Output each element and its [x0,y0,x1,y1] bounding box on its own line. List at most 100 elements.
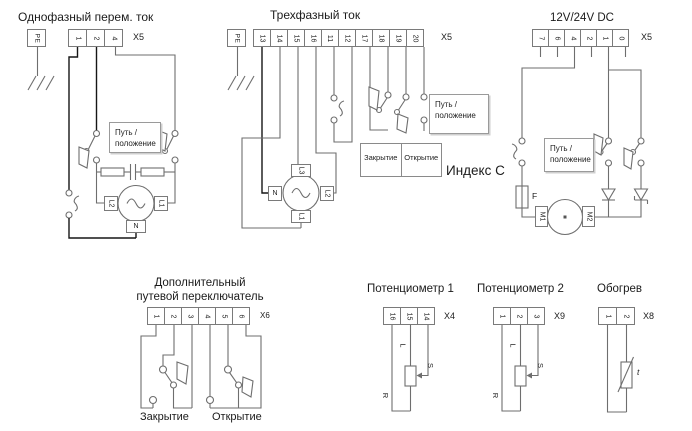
terminal-strip-heater: 1 2 [598,307,635,325]
connector-label: X5 [441,32,453,42]
path-position-box: Путь / положение [109,122,161,153]
terminal: 4 [104,29,123,47]
terminal-number: 2 [169,314,177,318]
dc-wiring [511,47,649,236]
path-box-line1: Путь / [115,128,138,137]
thermal-symbol [338,100,345,117]
heater-wiring [606,325,635,413]
terminal-number: 2 [92,36,99,40]
terminal-number: 1 [601,36,608,40]
section-title-three-phase: Трехфазный ток [270,8,361,22]
closing-opening-table: Закрытие Открытие [360,143,442,177]
cam-symbol [241,376,254,398]
terminal: 14 [270,29,288,47]
section-title-pot1: Потенциометр 1 [367,283,454,295]
motor-terminal-label: L3 [297,166,305,175]
terminal: 1 [598,307,617,325]
terminal-number: 6 [237,314,245,318]
terminal: 1 [493,307,511,325]
terminal: 11 [321,29,339,47]
connector-label: X5 [641,32,653,42]
terminal: 2 [510,307,528,325]
terminal-strip-three-phase: 13 14 15 16 11 12 17 18 19 20 [253,29,424,47]
terminal-number: 2 [622,314,629,318]
terminal-strip-single-phase: 1 2 4 [68,29,123,47]
ground-symbol [27,75,55,91]
terminal-number: 5 [220,314,228,318]
motor-terminal-label: N [272,190,278,197]
terminal-number: 2 [515,314,523,318]
motor-terminal-n: N [126,220,146,233]
terminal-number: 15 [405,312,413,320]
thermal-symbol [511,143,518,160]
terminal: 5 [215,307,233,325]
terminal: 3 [181,307,199,325]
motor-terminal-l1: L1 [291,210,311,223]
terminal-number: 14 [275,34,283,42]
table-cell-opening: Открытие [404,153,439,162]
terminal-number: 1 [498,314,506,318]
terminal: 15 [287,29,305,47]
motor-terminal-m2: M2 [582,206,595,227]
terminal-number: 17 [360,34,368,42]
terminal: 2 [580,29,597,47]
section-title-single-phase: Однофазный перем. ток [18,10,154,24]
terminal-number: 3 [532,314,540,318]
terminal: 18 [372,29,390,47]
pe-terminal: PE [227,29,246,47]
thermistor-label: t [637,367,640,377]
wiper-arrow [416,372,422,379]
motor-terminal-label: M1 [537,211,545,222]
pot-r-label: R [491,392,501,399]
closing-label: Закрытие [140,411,189,423]
terminal: 6 [548,29,565,47]
thermal-symbol [73,195,80,212]
ac-sine-symbol [126,198,146,209]
section-title-dc: 12V/24V DC [550,12,614,24]
terminal: 2 [616,307,635,325]
path-box-line1: Путь / [550,144,573,153]
terminal: 3 [527,307,545,325]
terminal: 6 [232,307,250,325]
terminal-number: 7 [537,36,544,40]
table-cell-closing: Закрытие [361,144,402,176]
ac-sine-symbol [291,187,311,199]
pot2-wiring [501,325,539,412]
terminal: 15 [400,307,418,325]
aux-title-line1: Дополнительный [154,277,246,289]
cam-symbol [623,147,634,170]
three-phase-wiring [227,47,428,229]
pot-l-label: L [398,343,408,348]
terminal: 14 [417,307,435,325]
terminal-strip-dc: 7 6 4 2 1 0 [532,29,629,47]
motor-terminal-l1: L1 [154,196,168,211]
pe-label: PE [32,33,40,43]
connector-label: X9 [554,311,566,321]
terminal: 1 [596,29,613,47]
wiper-arrow [526,372,532,379]
path-position-box: Путь / положение [429,94,489,134]
potentiometer-symbol [404,365,417,387]
path-box-line1: Путь / [435,100,458,109]
terminal: 0 [612,29,629,47]
terminal-number: 4 [569,36,576,40]
terminal-number: 3 [186,314,194,318]
terminal-number: 4 [110,36,117,40]
connector-label: X5 [133,32,145,42]
zener-diode-symbol [633,188,649,202]
terminal-strip-aux: 1 2 3 4 5 6 [147,307,250,325]
terminal-number: 6 [553,36,560,40]
motor-terminal-label: L2 [107,199,115,208]
terminal-number: 1 [74,36,81,40]
cam-symbol [368,86,380,111]
motor-terminal-label: L2 [323,189,331,198]
pot1-wiring [391,325,429,412]
pot-l-label: L [508,343,518,348]
motor-terminal-label: M2 [584,211,592,222]
terminal: 13 [253,29,271,47]
terminal: 4 [198,307,216,325]
path-box-line2: положение [115,139,156,148]
terminal-number: 13 [258,34,266,42]
